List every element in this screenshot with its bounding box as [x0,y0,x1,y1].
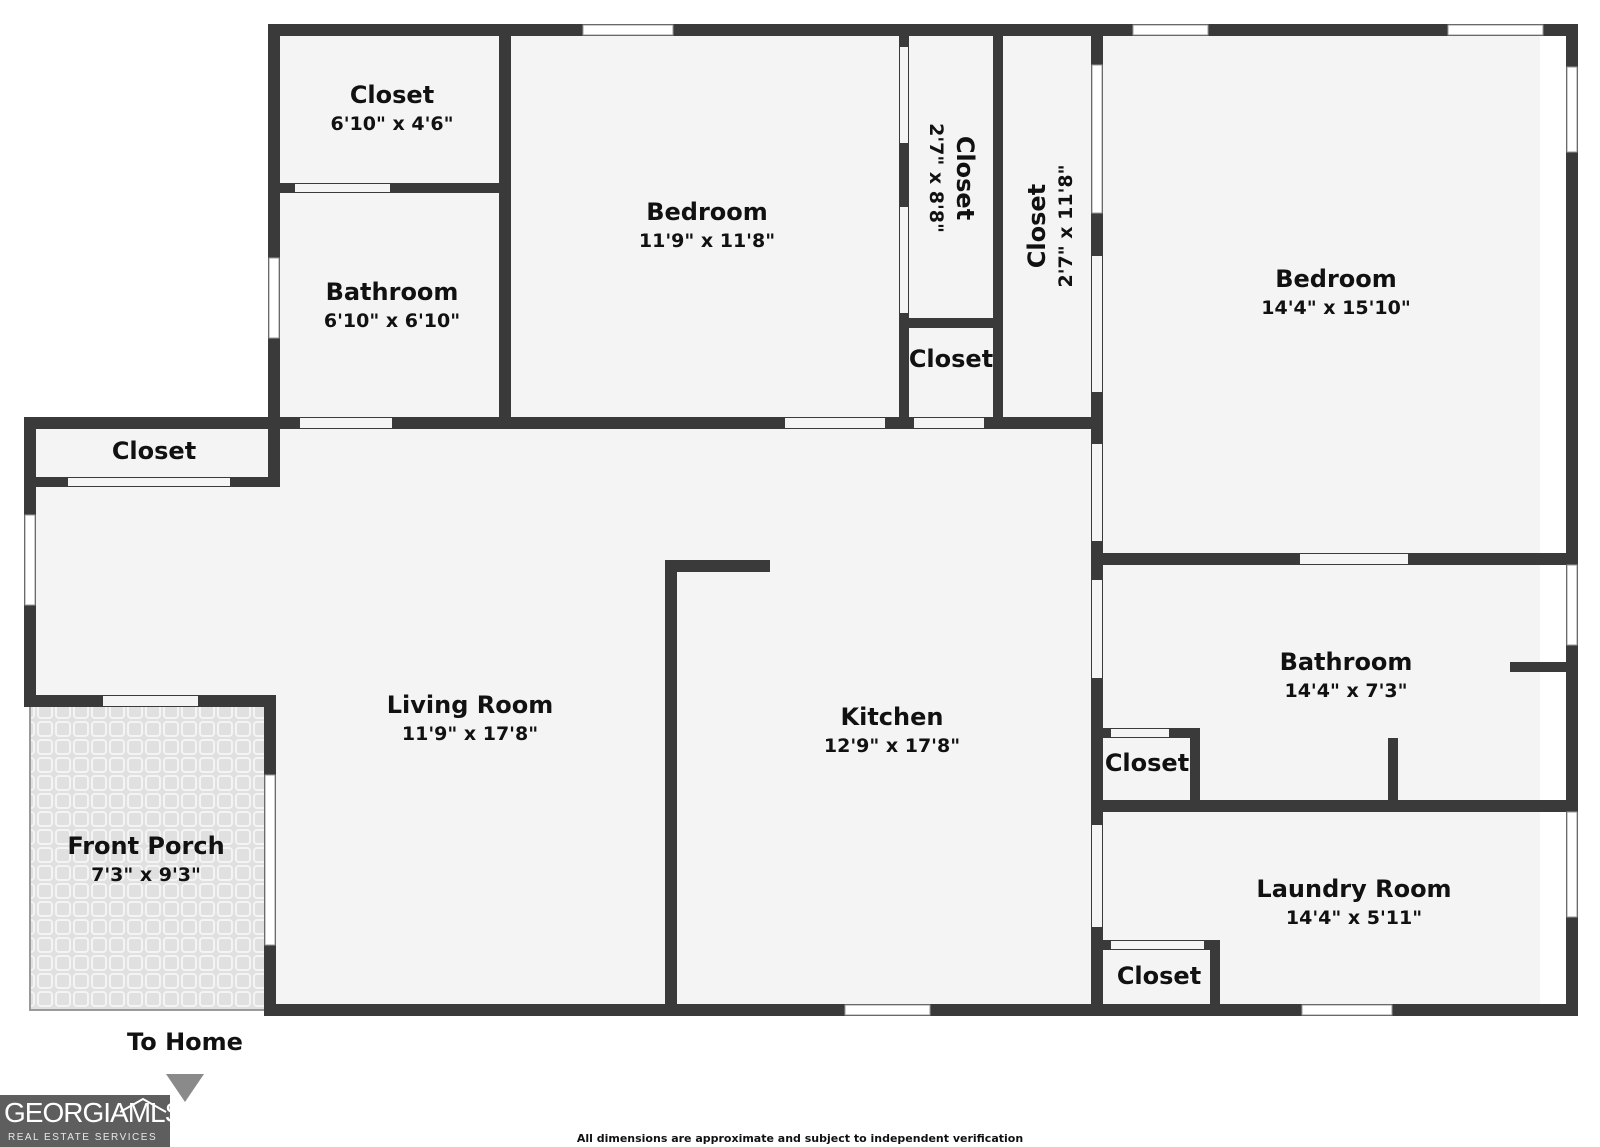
disclaimer-text: All dimensions are approximate and subje… [576,1132,1024,1145]
room-name: Closet [1117,962,1201,990]
room-bathroom-left: Bathroom 6'10" x 6'10" [324,278,460,332]
logo-wordmark: GEORGIAMLS [4,1097,183,1128]
room-dims: 2'7" x 11'8" [1055,164,1077,287]
room-dims: 14'4" x 15'10" [1261,297,1410,319]
room-name: Closet [112,437,196,465]
roof-icon [119,1097,167,1113]
room-closet-narrow-b: Closet 2'7" x 11'8" [1023,164,1077,287]
room-dims: 2'7" x 8'8" [925,123,947,233]
front-porch-area [29,696,271,1011]
room-laundry-room: Laundry Room 14'4" x 5'11" [1256,875,1451,929]
room-name: Kitchen [841,703,944,731]
room-closet-narrow-a: Closet 2'7" x 8'8" [925,123,979,233]
room-closet-small-middle: Closet [909,345,993,373]
room-bathroom-right: Bathroom 14'4" x 7'3" [1280,648,1413,702]
room-name: Living Room [387,691,553,719]
room-bedroom-middle: Bedroom 11'9" x 11'8" [639,198,775,252]
room-dims: 14'4" x 7'3" [1284,680,1407,702]
room-dims: 6'10" x 4'6" [330,113,453,135]
room-bedroom-right: Bedroom 14'4" x 15'10" [1261,265,1410,319]
room-name: Bathroom [326,278,459,306]
room-living-room: Living Room 11'9" x 17'8" [387,691,553,745]
room-name: Closet [909,345,993,373]
room-name: Bedroom [646,198,768,226]
room-name: Closet [951,136,979,220]
room-closet-laundry: Closet [1117,962,1201,990]
room-kitchen: Kitchen 12'9" x 17'8" [824,703,960,757]
to-home-label: To Home [127,1028,243,1056]
room-closet-bath: Closet [1105,749,1189,777]
room-name: Closet [1105,749,1189,777]
room-dims: 12'9" x 17'8" [824,735,960,757]
room-name: Laundry Room [1256,875,1451,903]
door-openings [68,47,1408,949]
windows [24,24,1578,1016]
room-name: Bathroom [1280,648,1413,676]
logo-tagline: REAL ESTATE SERVICES [8,1132,158,1143]
room-name: Closet [350,81,434,109]
room-dims: 7'3" x 9'3" [91,864,201,886]
room-front-porch: Front Porch 7'3" x 9'3" [67,832,224,886]
to-home-arrow-icon [166,1074,204,1102]
georgia-mls-logo: GEORGIAMLS REAL ESTATE SERVICES [0,1095,183,1147]
room-dims: 11'9" x 17'8" [402,723,538,745]
room-closet-left: Closet [112,437,196,465]
room-dims: 14'4" x 5'11" [1286,907,1422,929]
room-dims: 6'10" x 6'10" [324,310,460,332]
room-closet-top-left: Closet 6'10" x 4'6" [330,81,453,135]
room-dims: 11'9" x 11'8" [639,230,775,252]
room-name: Closet [1023,184,1051,268]
room-name: Bedroom [1275,265,1397,293]
room-name: Front Porch [67,832,224,860]
